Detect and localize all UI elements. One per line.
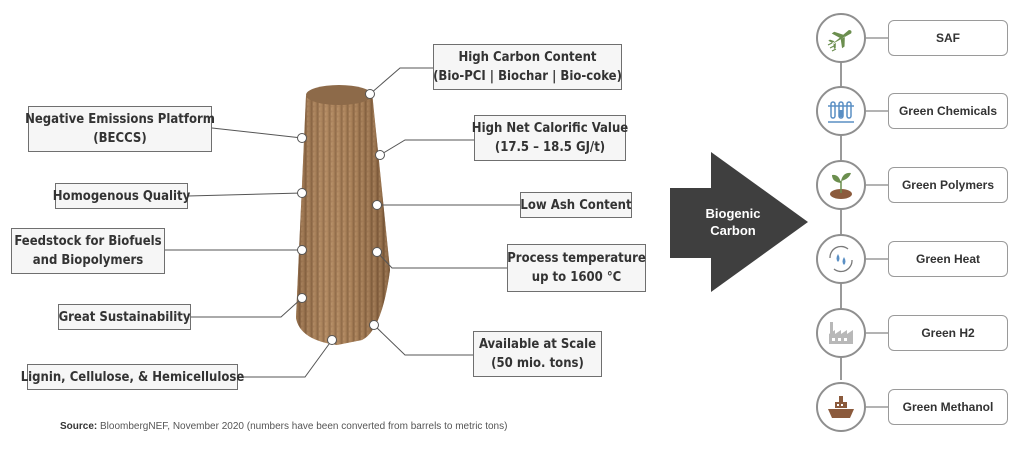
label-line: Great Sustainability — [58, 309, 191, 325]
airplane-icon — [816, 13, 866, 63]
label-line: High Net Calorific Value — [471, 121, 629, 136]
label-line: Low Ash Content — [520, 197, 632, 213]
output-label: Green Polymers — [901, 178, 995, 192]
output-green-chemicals: Green Chemicals — [888, 93, 1008, 129]
right-connectors — [369, 67, 520, 356]
label-calorific: High Net Calorific Value (17.5 – 18.5 GJ… — [471, 115, 629, 161]
label-line: up to 1600 °C — [531, 270, 622, 285]
label-line: Available at Scale — [478, 337, 597, 352]
label-great-sustainability: Great Sustainability — [58, 304, 191, 330]
connector-dots — [297, 89, 385, 345]
label-homogenous-quality: Homogenous Quality — [52, 183, 191, 209]
output-green-methanol: Green Methanol — [888, 389, 1008, 425]
left-connectors — [165, 127, 333, 378]
output-label: Green H2 — [921, 326, 975, 340]
label-lignin: Lignin, Cellulose, & Hemicellulose — [21, 364, 244, 390]
source-text: BloombergNEF, November 2020 (numbers hav… — [97, 421, 508, 432]
label-line: Homogenous Quality — [52, 188, 191, 204]
label-low-ash: Low Ash Content — [520, 192, 632, 218]
label-line: Lignin, Cellulose, & Hemicellulose — [20, 369, 245, 385]
output-green-h2: Green H2 — [888, 315, 1008, 351]
label-negative-emissions: Negative Emissions Platform (BECCS) — [25, 106, 215, 152]
test-tubes-icon — [816, 86, 866, 136]
label-line: Process temperature — [507, 251, 646, 266]
output-green-polymers: Green Polymers — [888, 167, 1008, 203]
label-line: (17.5 – 18.5 GJ/t) — [494, 140, 606, 155]
label-high-carbon: High Carbon Content (Bio-PCI | Biochar |… — [433, 44, 622, 90]
arrow-label-line: Carbon — [710, 223, 756, 238]
arrow-label: Biogenic Carbon — [688, 205, 778, 239]
biogenic-carbon-arrow — [670, 152, 808, 292]
output-label: Green Methanol — [902, 400, 994, 414]
label-process-temp: Process temperature up to 1600 °C — [507, 244, 646, 292]
sprout-icon — [816, 160, 866, 210]
source-note: Source: BloombergNEF, November 2020 (num… — [60, 421, 507, 432]
output-label: SAF — [936, 31, 960, 45]
label-line: Feedstock for Biofuels — [14, 234, 162, 249]
label-available: Available at Scale (50 mio. tons) — [473, 331, 602, 377]
factory-icon — [816, 308, 866, 358]
output-label: Green Heat — [915, 252, 981, 266]
water-cycle-icon — [816, 234, 866, 284]
wood-pellet — [296, 85, 390, 345]
arrow-label-line: Biogenic — [705, 206, 761, 221]
output-label: Green Chemicals — [898, 104, 998, 118]
label-line: and Biopolymers — [32, 253, 144, 268]
label-line: (50 mio. tons) — [491, 356, 584, 371]
label-feedstock: Feedstock for Biofuels and Biopolymers — [11, 228, 165, 274]
label-line: High Carbon Content — [458, 50, 597, 65]
label-line: (BECCS) — [93, 131, 147, 146]
output-connectors — [866, 37, 888, 408]
source-prefix: Source: — [60, 421, 98, 432]
label-line: (Bio-PCI | Biochar | Bio-coke) — [433, 69, 622, 84]
label-line: Negative Emissions Platform — [25, 112, 215, 127]
output-saf: SAF — [888, 20, 1008, 56]
output-green-heat: Green Heat — [888, 241, 1008, 277]
ship-icon — [816, 382, 866, 432]
